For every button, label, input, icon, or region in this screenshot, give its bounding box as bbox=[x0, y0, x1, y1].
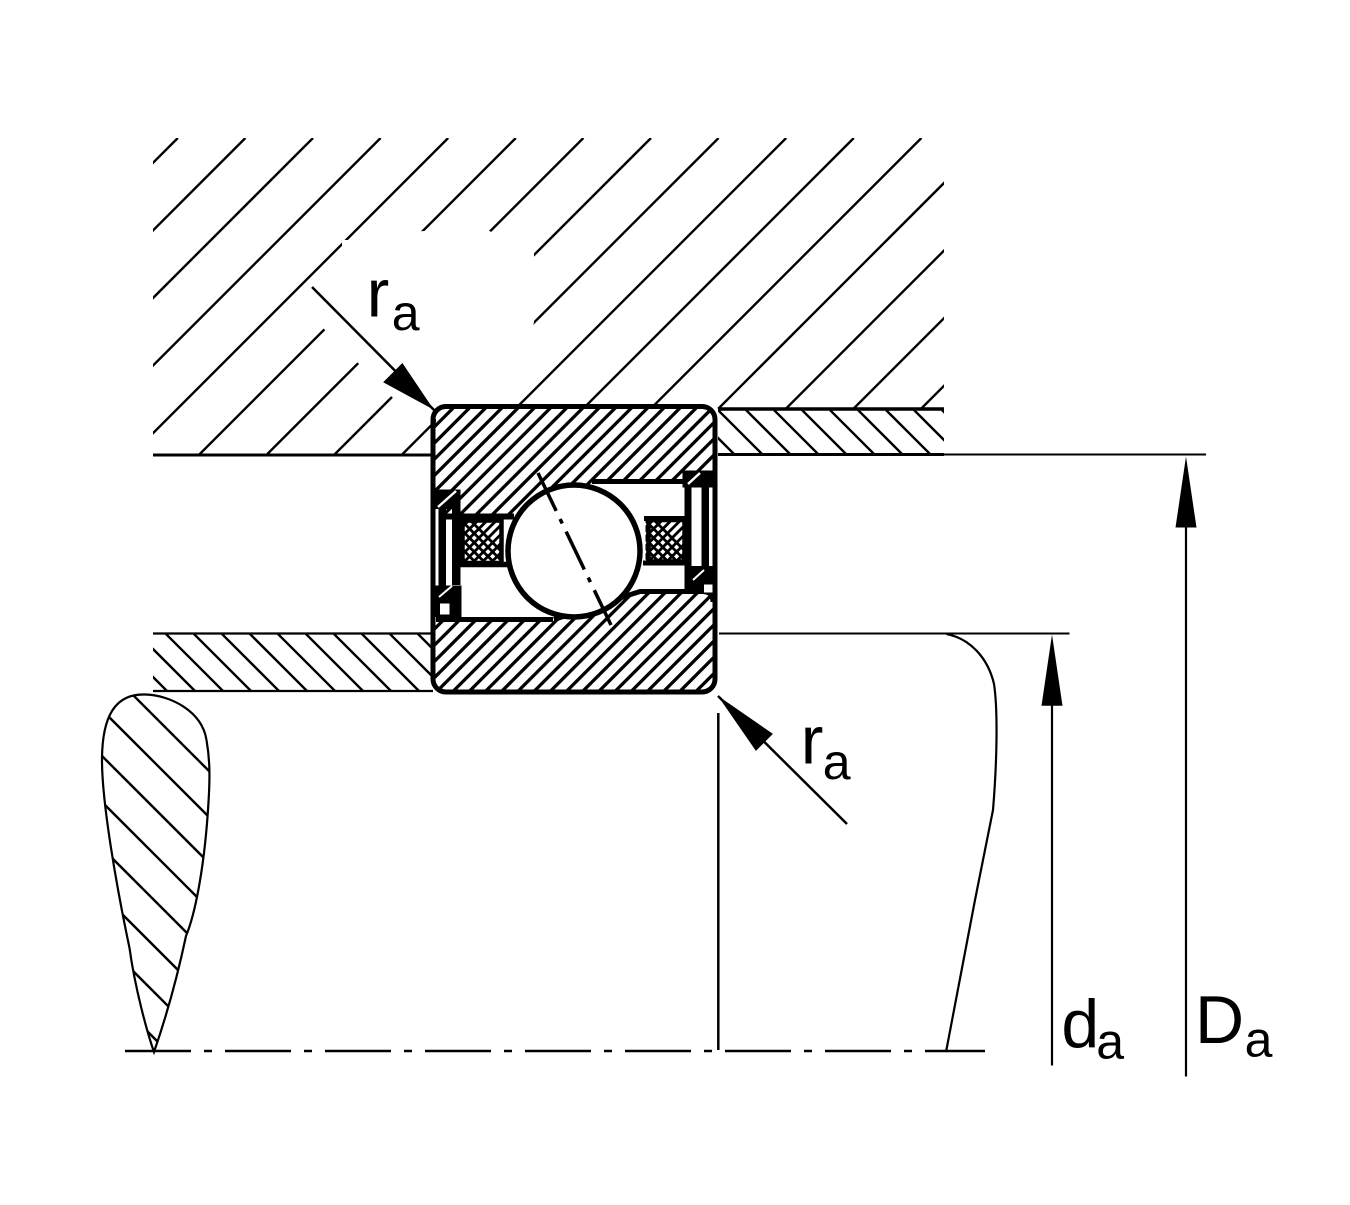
svg-text:a: a bbox=[823, 734, 851, 790]
svg-text:a: a bbox=[392, 285, 420, 341]
svg-text:D: D bbox=[1195, 982, 1244, 1058]
svg-text:r: r bbox=[801, 702, 824, 778]
svg-text:r: r bbox=[367, 255, 390, 331]
svg-text:a: a bbox=[1245, 1011, 1273, 1067]
svg-text:d: d bbox=[1061, 986, 1099, 1062]
svg-text:a: a bbox=[1096, 1014, 1124, 1070]
